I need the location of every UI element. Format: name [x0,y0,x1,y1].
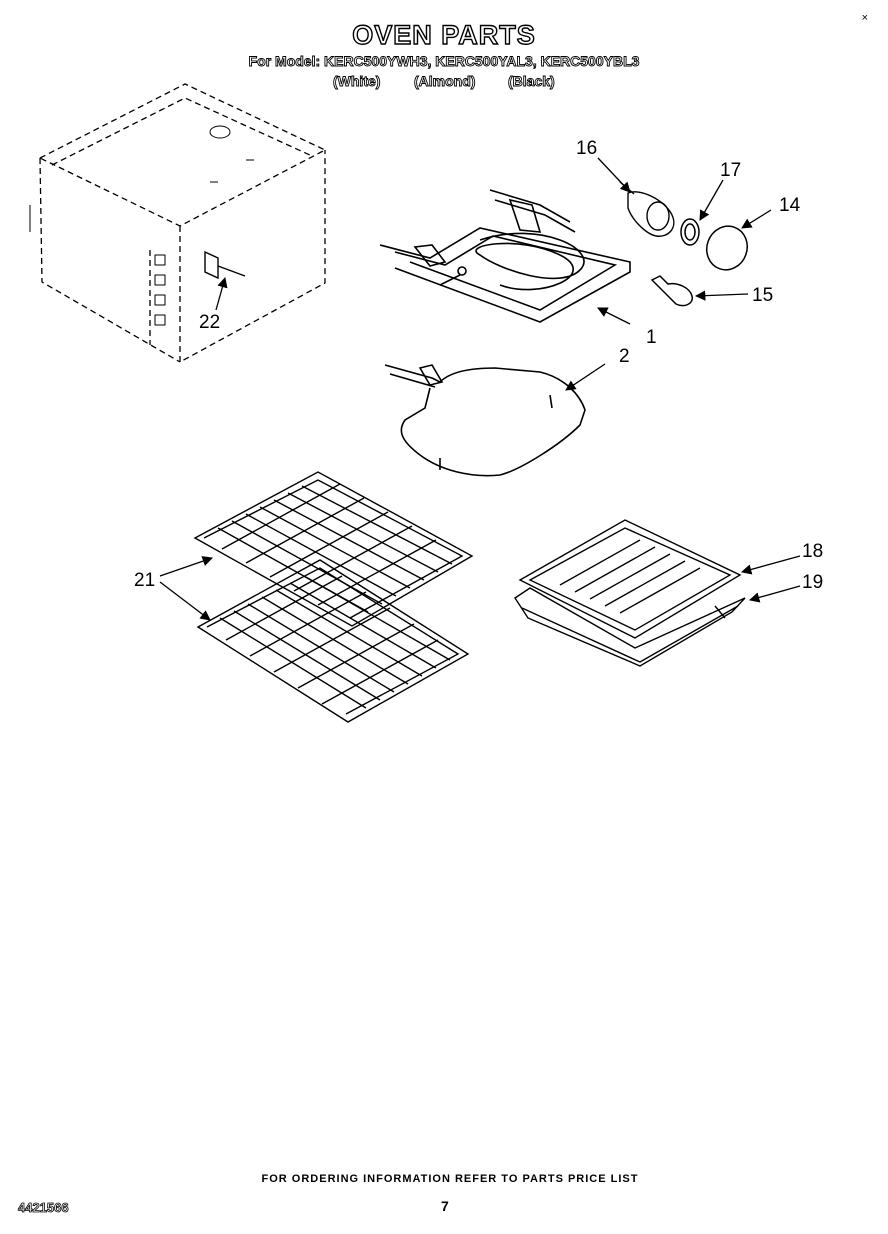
oven-cavity-details [29,125,254,326]
callout-18: 18 [802,541,823,562]
document-number: 4421566 [18,1200,69,1216]
broiler-pan [514,587,746,667]
callout-19: 19 [802,572,823,593]
ordering-note: FOR ORDERING INFORMATION REFER TO PARTS … [261,1173,639,1185]
leader-lines [159,157,801,621]
callout-15: 15 [752,285,773,306]
callout-21: 21 [134,570,155,591]
broil-element [379,189,631,323]
color-white: (White) [333,73,381,90]
oven-rack-upper [193,471,474,627]
color-black: (Black) [508,73,556,90]
page-title: OVEN PARTS [352,19,536,50]
model-line: For Model: KERC500YWH3, KERC500YAL3, KER… [248,53,640,70]
broiler-grid [518,519,742,639]
oven-cavity [38,83,327,364]
oven-rack-lower [196,559,470,723]
callout-14: 14 [779,195,801,216]
callout-2: 2 [619,346,630,367]
corner-mark: × [861,12,868,24]
light-cover [706,225,748,271]
color-almond: (Almond) [414,73,476,90]
callout-16: 16 [576,138,597,159]
light-bulb [650,275,693,307]
bake-element [384,364,586,477]
callout-1: 1 [646,327,657,348]
callout-17: 17 [720,160,741,181]
callout-22: 22 [199,312,220,333]
rack-support-bracket [204,250,246,280]
light-gasket [680,218,700,246]
page-number: 7 [441,1198,449,1214]
